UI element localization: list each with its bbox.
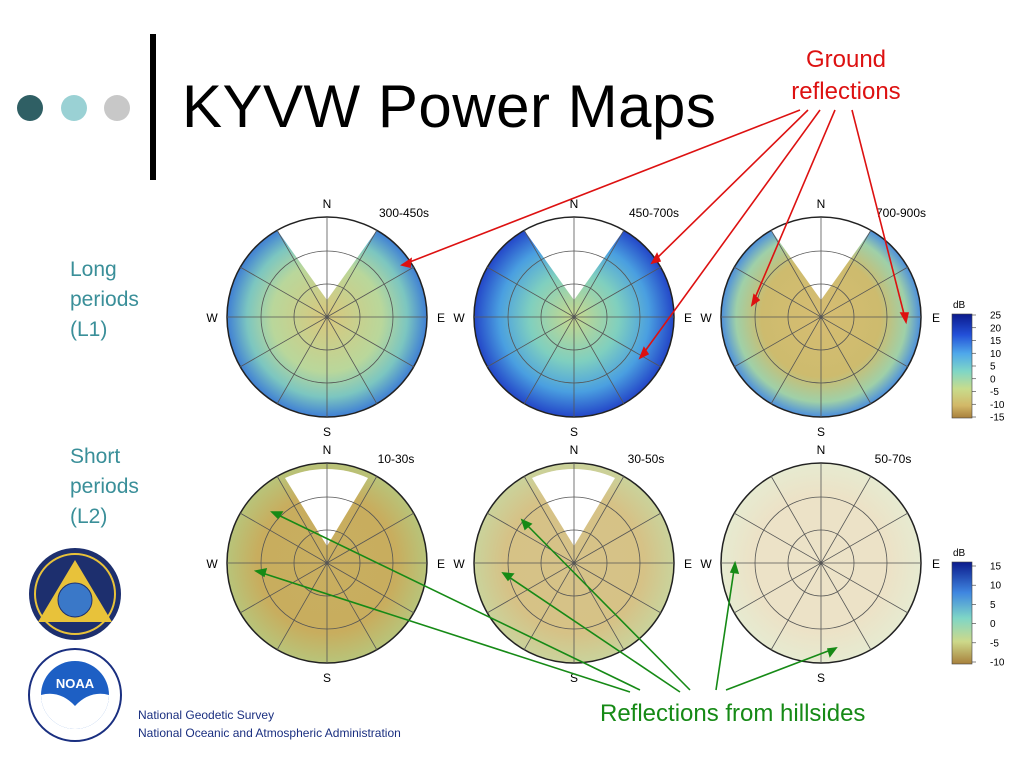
row-label-long-line: (L1) xyxy=(70,318,108,341)
colorbar-short: dB 15 10 5 0 -5 -10 xyxy=(951,548,1005,669)
polar-map-short-2 xyxy=(473,462,675,664)
noaa-seal-wordmark: NOAA xyxy=(56,676,95,691)
colorbar-tick-label: 10 xyxy=(990,349,1002,360)
compass-north-label: N xyxy=(817,197,826,211)
polar-map-long-2 xyxy=(473,216,675,418)
hillside-reflections-label: Reflections from hillsides xyxy=(600,700,866,727)
colorbar-tick-label: -5 xyxy=(990,387,999,398)
colorbar-tick-label: 15 xyxy=(990,336,1002,347)
colorbar-tick-label: 0 xyxy=(990,374,996,385)
compass-south-label: S xyxy=(570,425,578,439)
compass-west-label: W xyxy=(206,557,218,571)
compass-north-label: N xyxy=(570,197,579,211)
period-label: 700-900s xyxy=(876,206,926,220)
compass-north-label: N xyxy=(323,443,332,457)
noaa-seal-logo: NOAA xyxy=(28,648,122,742)
compass-east-label: E xyxy=(684,557,692,571)
organization-line: National Oceanic and Atmospheric Adminis… xyxy=(138,726,401,740)
compass-south-label: S xyxy=(817,671,825,685)
colorbar-tick-label: -10 xyxy=(990,658,1005,669)
row-label-short: Short periods (L2) xyxy=(70,442,190,532)
colorbar-tick-label: 20 xyxy=(990,323,1002,334)
colorbar-tick-label: 5 xyxy=(990,600,996,611)
compass-north-label: N xyxy=(323,197,332,211)
colorbar-tick-label: 10 xyxy=(990,581,1002,592)
colorbar-tick-label: -5 xyxy=(990,638,999,649)
colorbar-unit: dB xyxy=(953,300,966,311)
bullet-dot-grey xyxy=(104,95,130,121)
compass-north-label: N xyxy=(817,443,826,457)
row-label-long-line: periods xyxy=(70,288,139,311)
hillside-reflection-arrows xyxy=(253,511,838,693)
page-title: KYVW Power Maps xyxy=(182,73,717,140)
period-label: 450-700s xyxy=(629,206,679,220)
compass-south-label: S xyxy=(323,671,331,685)
colorbar-tick-label: 25 xyxy=(990,311,1002,322)
period-label: 300-450s xyxy=(379,206,429,220)
ground-reflections-line: Ground xyxy=(805,46,887,73)
colorbar-tick-label: 5 xyxy=(990,362,996,373)
ground-reflections-line: reflections xyxy=(791,78,901,105)
compass-west-label: W xyxy=(700,557,712,571)
colorbar-tick-label: 15 xyxy=(990,562,1002,573)
ground-reflection-arrows xyxy=(400,109,909,360)
compass-west-label: W xyxy=(206,311,218,325)
polar-map-short-1 xyxy=(226,462,428,664)
compass-east-label: E xyxy=(932,311,940,325)
row-label-short-line: periods xyxy=(70,475,139,498)
compass-east-label: E xyxy=(684,311,692,325)
period-label: 30-50s xyxy=(628,452,665,466)
compass-west-label: W xyxy=(453,311,465,325)
compass-east-label: E xyxy=(437,311,445,325)
ground-reflections-label: Ground reflections xyxy=(776,44,916,108)
polar-map-long-3 xyxy=(720,216,922,418)
compass-east-label: E xyxy=(437,557,445,571)
polar-map-long-1 xyxy=(226,216,428,418)
compass-south-label: S xyxy=(570,671,578,685)
colorbar-tick-label: -10 xyxy=(990,400,1005,411)
bullet-dot-light xyxy=(61,95,87,121)
compass-west-label: W xyxy=(453,557,465,571)
organization-credits: National Geodetic Survey National Oceani… xyxy=(138,706,401,742)
compass-west-label: W xyxy=(700,311,712,325)
row-label-short-line: (L2) xyxy=(70,505,108,528)
title-divider xyxy=(150,34,156,180)
period-label: 50-70s xyxy=(875,452,912,466)
organization-line: National Geodetic Survey xyxy=(138,708,275,722)
polar-map-short-3 xyxy=(720,462,922,664)
compass-north-label: N xyxy=(570,443,579,457)
row-label-long-line: Long xyxy=(70,258,117,281)
ngs-seal-logo xyxy=(29,548,121,640)
row-label-short-line: Short xyxy=(70,445,121,468)
colorbar-tick-label: 0 xyxy=(990,619,996,630)
bullet-dot-dark xyxy=(17,95,43,121)
compass-east-label: E xyxy=(932,557,940,571)
compass-south-label: S xyxy=(817,425,825,439)
row-label-long: Long periods (L1) xyxy=(70,255,190,345)
colorbar-tick-label: -15 xyxy=(990,413,1005,424)
colorbar-unit: dB xyxy=(953,548,966,559)
compass-south-label: S xyxy=(323,425,331,439)
period-label: 10-30s xyxy=(378,452,415,466)
